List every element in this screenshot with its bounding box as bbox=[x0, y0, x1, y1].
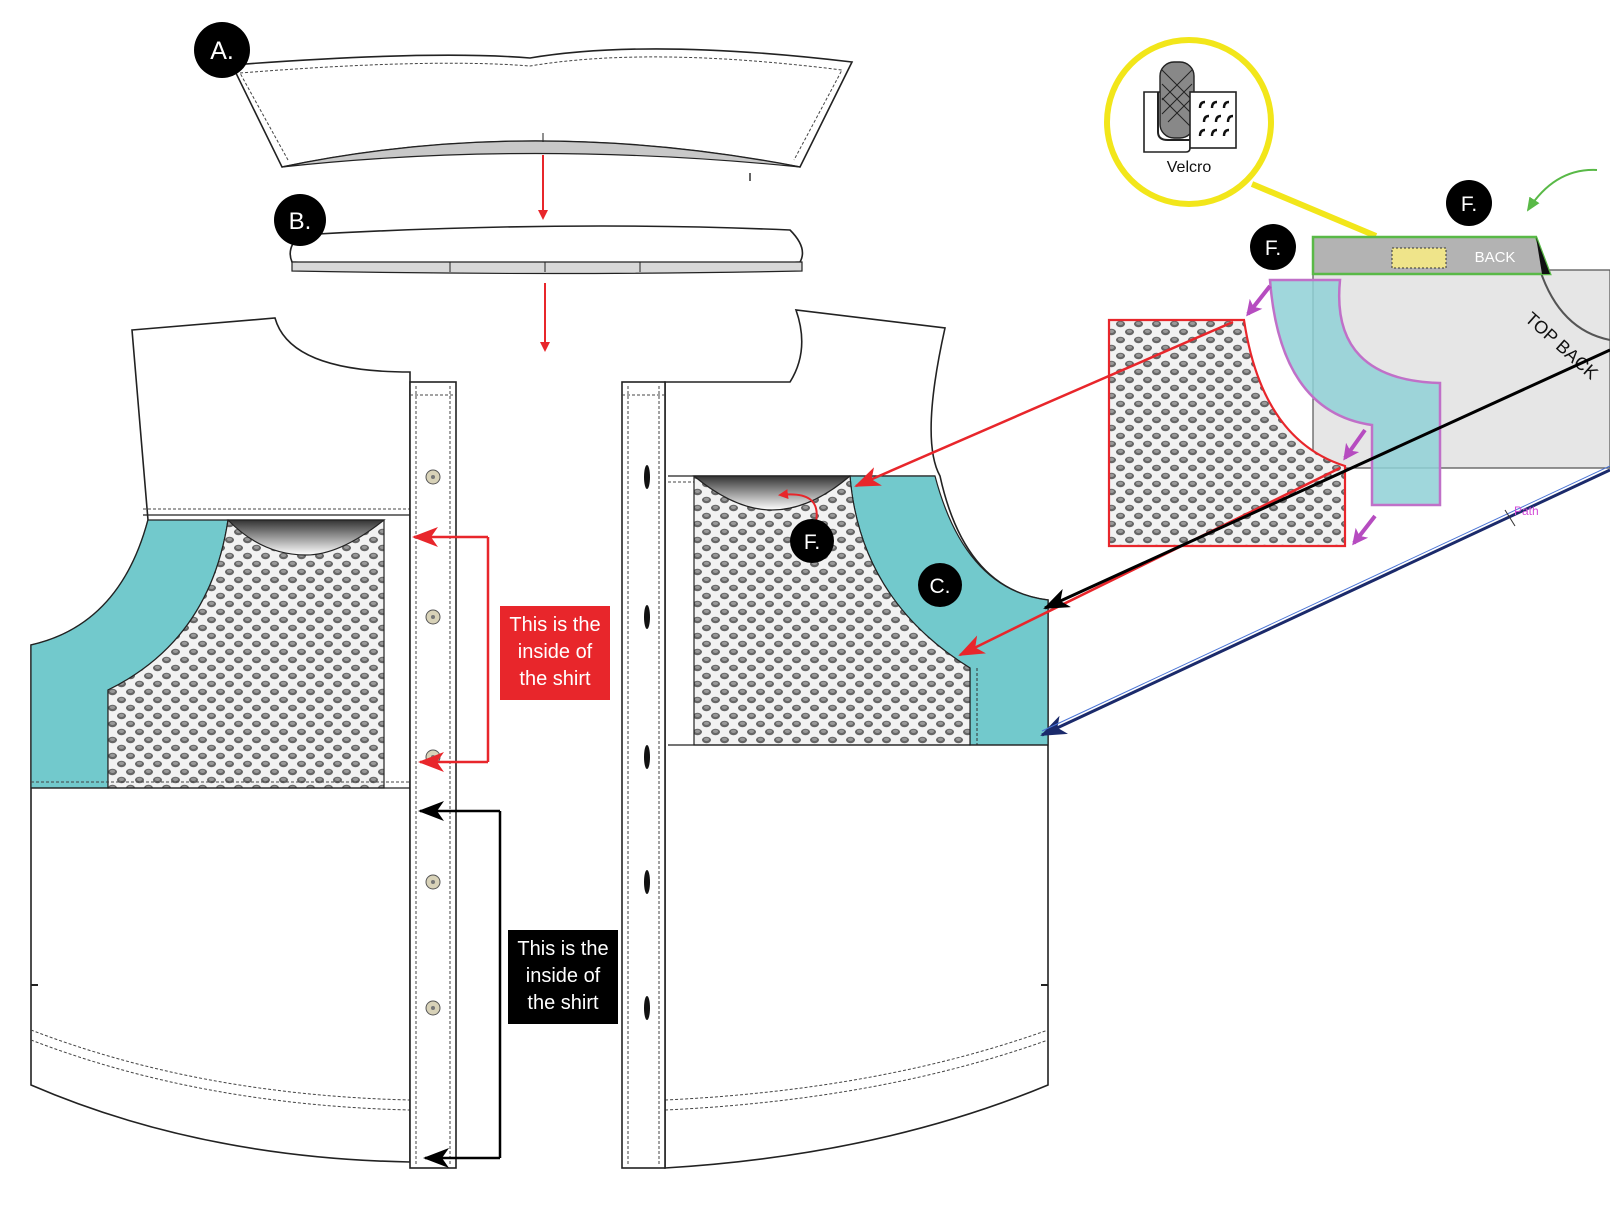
svg-text:the shirt: the shirt bbox=[519, 668, 591, 690]
blue-arrow-highlight bbox=[1041, 465, 1610, 732]
buttonhole bbox=[644, 745, 650, 769]
svg-text:F.: F. bbox=[1461, 193, 1477, 216]
right-front-panel bbox=[664, 309, 1049, 1169]
collar-stand-b bbox=[289, 225, 804, 275]
svg-text:F.: F. bbox=[1265, 237, 1281, 260]
path-label: Path bbox=[1514, 504, 1539, 518]
svg-text:Velcro: Velcro bbox=[1167, 159, 1212, 176]
button-icon bbox=[425, 1000, 441, 1016]
red-arrow-mesh-top bbox=[854, 320, 1234, 488]
left-button-placket bbox=[409, 381, 457, 1169]
back-yoke-strip: BACK bbox=[1311, 235, 1552, 276]
button-icon bbox=[425, 609, 441, 625]
black-callout-note: This is the inside of the shirt bbox=[508, 930, 618, 1024]
pink-arrow bbox=[1246, 284, 1272, 317]
marker-f-top: F. bbox=[1446, 180, 1492, 226]
green-curved-arrow bbox=[1526, 168, 1598, 212]
svg-text:A.: A. bbox=[210, 37, 234, 65]
svg-text:C.: C. bbox=[930, 575, 951, 598]
svg-text:inside of: inside of bbox=[526, 965, 601, 987]
buttonhole bbox=[644, 605, 650, 629]
buttonhole bbox=[644, 996, 650, 1020]
svg-text:inside of: inside of bbox=[518, 641, 593, 663]
mesh-inset-piece bbox=[1107, 318, 1347, 548]
black-callout-bracket bbox=[418, 801, 502, 1168]
black-arrow-armhole bbox=[1043, 348, 1610, 610]
svg-text:B.: B. bbox=[289, 208, 312, 235]
svg-text:F.: F. bbox=[804, 531, 820, 554]
red-callout-bracket bbox=[412, 527, 490, 772]
velcro-icon bbox=[1143, 61, 1237, 153]
buttonhole bbox=[644, 465, 650, 489]
marker-a: A. bbox=[194, 22, 250, 78]
svg-text:BACK: BACK bbox=[1475, 249, 1516, 266]
f-fold-arrow bbox=[778, 489, 818, 523]
left-front-panel bbox=[30, 317, 411, 1163]
button-icon bbox=[425, 874, 441, 890]
button-icon bbox=[425, 469, 441, 485]
buttonhole bbox=[644, 870, 650, 894]
blue-arrow-side-seam bbox=[1040, 468, 1610, 737]
underarm-piece bbox=[1268, 278, 1442, 507]
marker-f-front: F. bbox=[790, 519, 834, 563]
svg-text:This is the: This is the bbox=[517, 938, 608, 960]
path-tick bbox=[1504, 509, 1516, 527]
velcro-pointer bbox=[1250, 181, 1378, 239]
svg-text:This is the: This is the bbox=[509, 614, 600, 636]
pink-arrow bbox=[1343, 428, 1367, 461]
velcro-detail-circle: Velcro bbox=[1104, 37, 1274, 207]
right-buttonhole-placket bbox=[621, 381, 666, 1169]
red-callout-note: This is the inside of the shirt bbox=[500, 606, 610, 700]
marker-f-left: F. bbox=[1250, 224, 1296, 270]
marker-b: B. bbox=[274, 194, 326, 246]
marker-c: C. bbox=[918, 563, 962, 607]
collar-piece-a bbox=[230, 48, 854, 181]
velcro-patch bbox=[1391, 247, 1447, 269]
svg-text:the shirt: the shirt bbox=[527, 992, 599, 1014]
pink-arrow bbox=[1352, 514, 1377, 546]
